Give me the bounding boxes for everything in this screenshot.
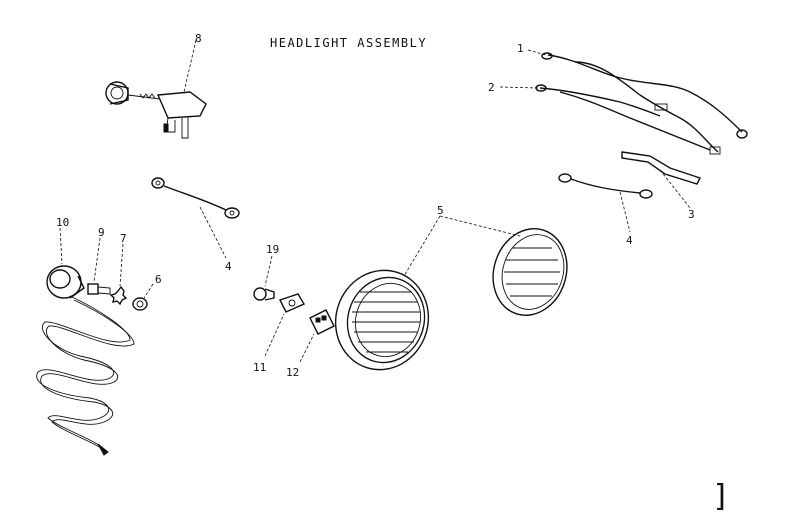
switch-assembly-drawing [105, 39, 207, 139]
part-number-1: 1 [517, 42, 524, 55]
mounting-screw-drawing [253, 255, 275, 301]
part-number-4-right: 4 [626, 234, 633, 247]
part-number-11: 11 [253, 361, 266, 374]
part-number-9: 9 [98, 226, 105, 239]
part-number-4-left: 4 [225, 260, 232, 273]
bulb-socket-drawing [36, 227, 135, 456]
part-number-12: 12 [286, 366, 299, 379]
part-number-6: 6 [155, 273, 162, 286]
sealed-beam-lamp-rear-drawing [492, 228, 568, 316]
part-number-10: 10 [56, 216, 69, 229]
bracket-strap-drawing [621, 151, 701, 209]
part-number-2: 2 [488, 81, 495, 94]
connector-block-drawing [299, 309, 335, 363]
part-number-19: 19 [266, 243, 279, 256]
screw-drawing [87, 237, 111, 295]
part-number-7: 7 [120, 232, 127, 245]
lamp-leader-front [403, 215, 441, 277]
ground-wire-left-drawing [151, 177, 240, 259]
part-number-8: 8 [195, 32, 202, 45]
page-corner-mark: ] [712, 479, 730, 514]
wire-harness-drawing [499, 49, 748, 155]
lamp-leader-rear [439, 215, 521, 237]
part-number-5: 5 [437, 204, 444, 217]
retaining-clip-drawing [264, 293, 306, 357]
lock-washer-drawing [109, 243, 128, 306]
part-number-3: 3 [688, 208, 695, 221]
sealed-beam-lamp-front-drawing [334, 269, 430, 371]
diagram-title: HEADLIGHT ASSEMBLY [270, 36, 427, 50]
ground-wire-right-drawing [558, 173, 653, 233]
nut-drawing [132, 283, 154, 311]
